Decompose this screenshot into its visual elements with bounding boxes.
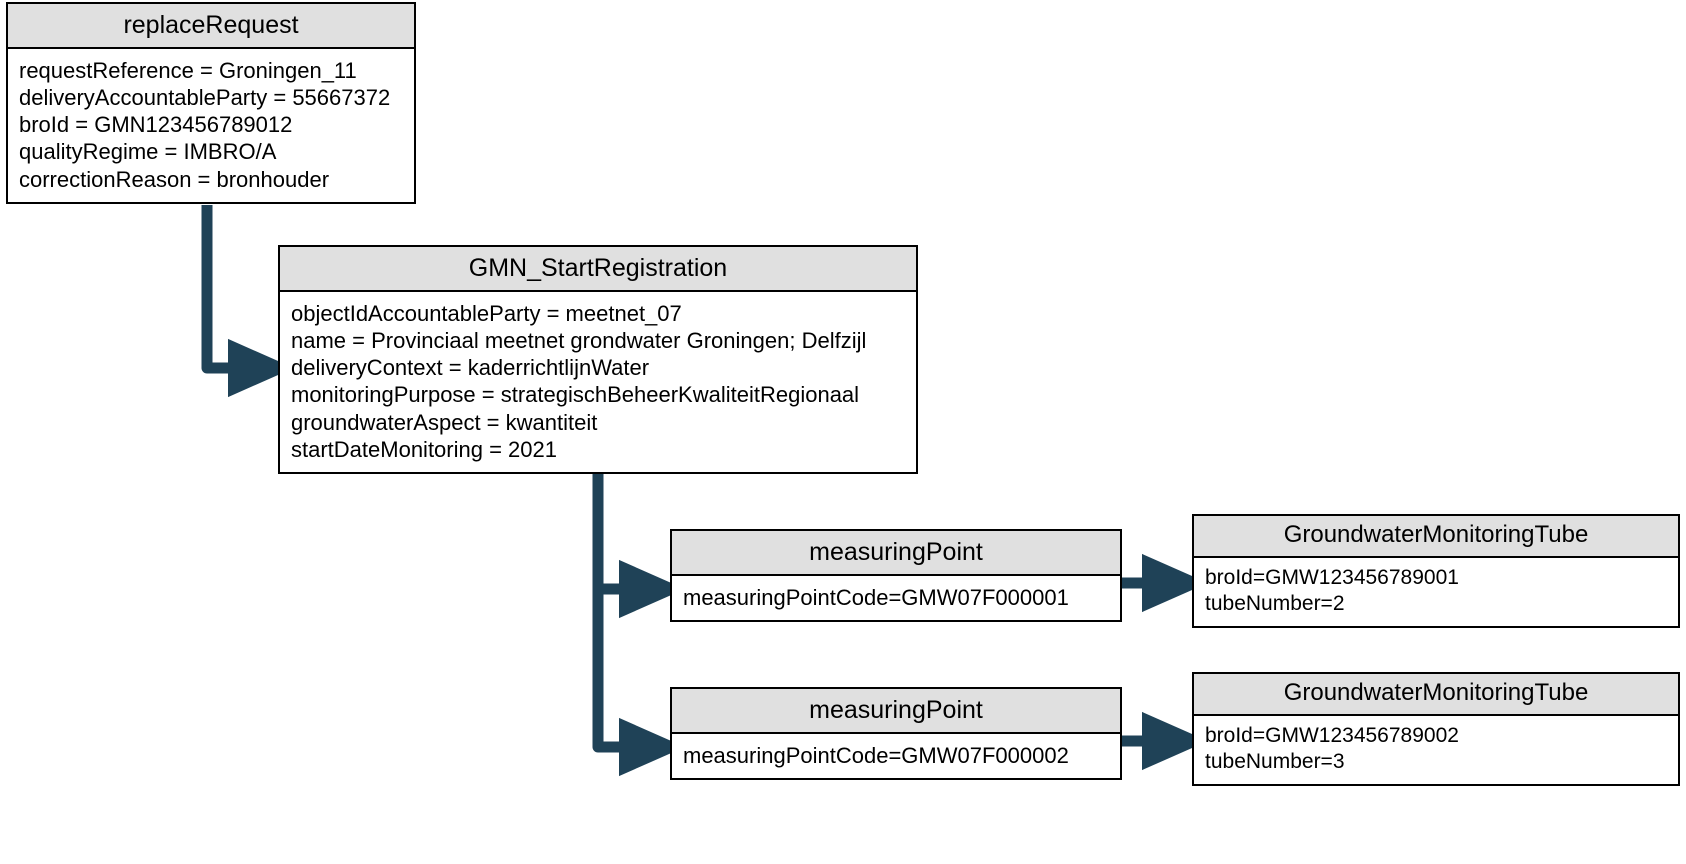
attribute-row: groundwaterAspect = kwantiteit [291, 409, 598, 435]
connector-start-registration-to-measuring-point-1 [592, 473, 685, 619]
box-groundwater-monitoring-tube-2-title: GroundwaterMonitoringTube [1194, 674, 1678, 716]
attribute-row: deliveryContext = kaderrichtlijnWater [291, 355, 650, 381]
attribute-row: measuringPointCode=GMW07F000002 [683, 743, 1069, 768]
box-measuring-point-2-attributes: measuringPointCode=GMW07F000002 [672, 734, 1120, 778]
box-measuring-point-1[interactable]: measuringPoint measuringPointCode=GMW07F… [670, 529, 1122, 623]
attribute-row: broId=GMW123456789001 [1205, 565, 1459, 589]
attribute-row: name = Provinciaal meetnet grondwater Gr… [291, 328, 867, 354]
box-measuring-point-2[interactable]: measuringPoint measuringPointCode=GMW07F… [670, 687, 1122, 781]
attribute-row: tubeNumber=2 [1205, 592, 1345, 616]
attribute-row: monitoringPurpose = strategischBeheerKwa… [291, 382, 860, 408]
box-start-registration-attributes: objectIdAccountableParty = meetnet_07 na… [280, 292, 916, 472]
box-measuring-point-2-title: measuringPoint [672, 689, 1120, 734]
connector-replace-request-to-start-registration [201, 205, 294, 398]
box-groundwater-monitoring-tube-2[interactable]: GroundwaterMonitoringTube broId=GMW12345… [1192, 672, 1680, 786]
box-replace-request-attributes: requestReference = Groningen_11 delivery… [8, 49, 414, 202]
attribute-row: tubeNumber=3 [1205, 750, 1345, 774]
box-groundwater-monitoring-tube-1-attributes: broId=GMW123456789001 tubeNumber=2 [1194, 558, 1678, 626]
connector-start-registration-to-measuring-point-2 [592, 589, 685, 777]
box-groundwater-monitoring-tube-1[interactable]: GroundwaterMonitoringTube broId=GMW12345… [1192, 514, 1680, 628]
box-replace-request-title: replaceRequest [8, 4, 414, 49]
box-start-registration[interactable]: GMN_StartRegistration objectIdAccountabl… [278, 245, 918, 474]
box-measuring-point-1-title: measuringPoint [672, 531, 1120, 576]
attribute-row: correctionReason = bronhouder [19, 166, 330, 192]
box-measuring-point-1-attributes: measuringPointCode=GMW07F000001 [672, 576, 1120, 620]
attribute-row: requestReference = Groningen_11 [19, 58, 357, 83]
attribute-row: qualityRegime = IMBRO/A [19, 139, 277, 165]
box-groundwater-monitoring-tube-1-title: GroundwaterMonitoringTube [1194, 516, 1678, 558]
box-replace-request[interactable]: replaceRequest requestReference = Gronin… [6, 2, 416, 204]
attribute-row: broId=GMW123456789002 [1205, 723, 1459, 747]
attribute-row: deliveryAccountableParty = 55667372 [19, 85, 391, 111]
attribute-row: measuringPointCode=GMW07F000001 [683, 585, 1069, 610]
attribute-row: startDateMonitoring = 2021 [291, 436, 557, 462]
box-groundwater-monitoring-tube-2-attributes: broId=GMW123456789002 tubeNumber=3 [1194, 716, 1678, 784]
attribute-row: objectIdAccountableParty = meetnet_07 [291, 301, 682, 326]
attribute-row: broId = GMN123456789012 [19, 112, 293, 138]
box-start-registration-title: GMN_StartRegistration [280, 247, 916, 292]
